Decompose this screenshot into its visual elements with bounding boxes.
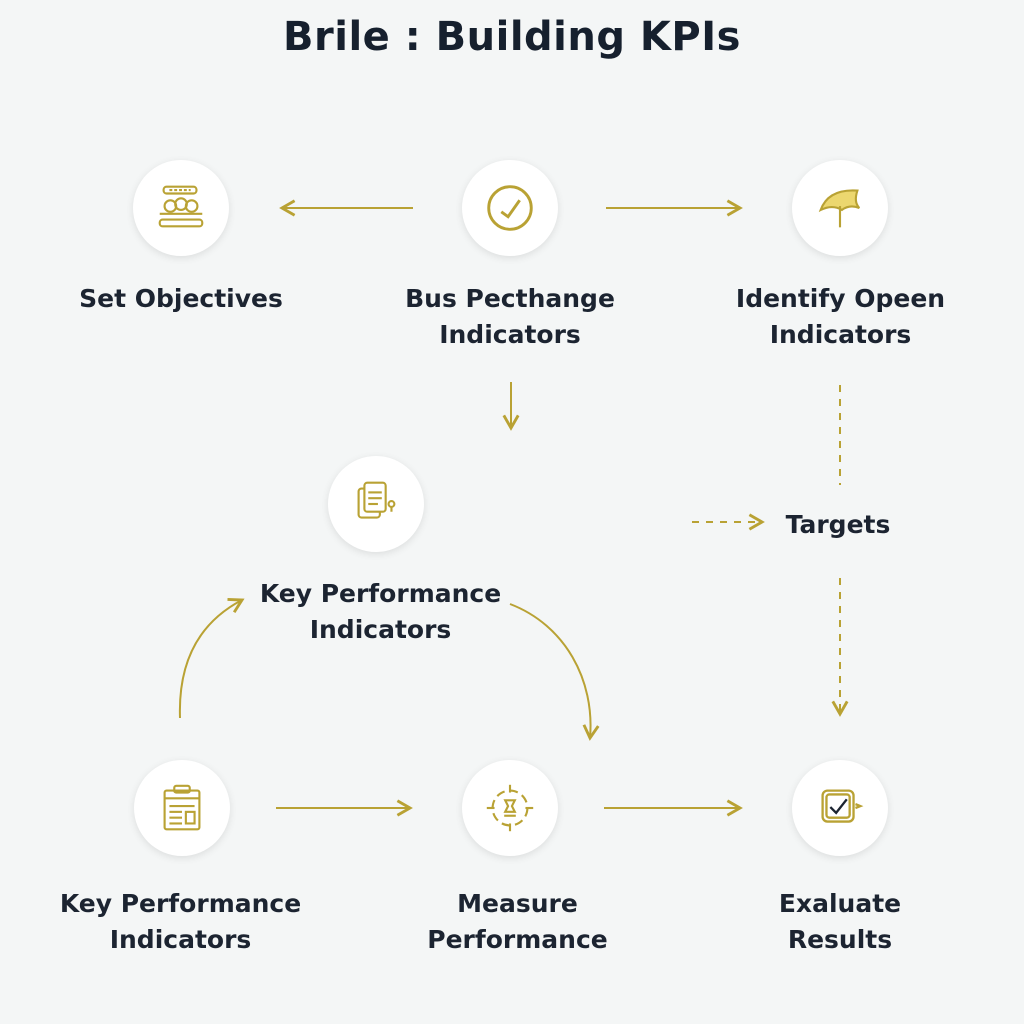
targets-label[interactable]: Targets xyxy=(785,510,891,539)
checkbox-icon xyxy=(821,789,864,823)
business-indicators-node[interactable] xyxy=(462,160,558,256)
people-chat-icon xyxy=(158,185,204,228)
curve-left-up xyxy=(178,598,245,719)
kpi-top-label: Key Performance Indicators xyxy=(259,579,502,644)
document-icon xyxy=(357,481,396,519)
curve-right-down xyxy=(509,603,600,741)
kpi-top-node[interactable] xyxy=(328,456,424,552)
evaluate-results-node[interactable] xyxy=(792,760,888,856)
umbrella-icon xyxy=(818,189,861,228)
identify-open-label: Identify Opeen Indicators xyxy=(735,284,946,349)
kpi-bottom-label: Key Performance Indicators xyxy=(59,889,302,954)
target-crosshair-icon xyxy=(486,784,534,832)
evaluate-results-label: Exaluate Results xyxy=(778,889,902,954)
measure-performance-label: Measure Performance xyxy=(427,889,608,954)
check-circle-icon xyxy=(487,185,533,231)
set-objectives-label: Set Objectives xyxy=(79,284,283,313)
measure-performance-node[interactable] xyxy=(462,760,558,856)
clipboard-icon xyxy=(163,784,201,831)
identify-open-node[interactable] xyxy=(792,160,888,256)
set-objectives-node[interactable] xyxy=(133,160,229,256)
kpi-bottom-node[interactable] xyxy=(134,760,230,856)
business-indicators-label: Bus Pecthange Indicators xyxy=(405,284,615,349)
page-title: Brile : Building KPIs xyxy=(283,14,741,60)
